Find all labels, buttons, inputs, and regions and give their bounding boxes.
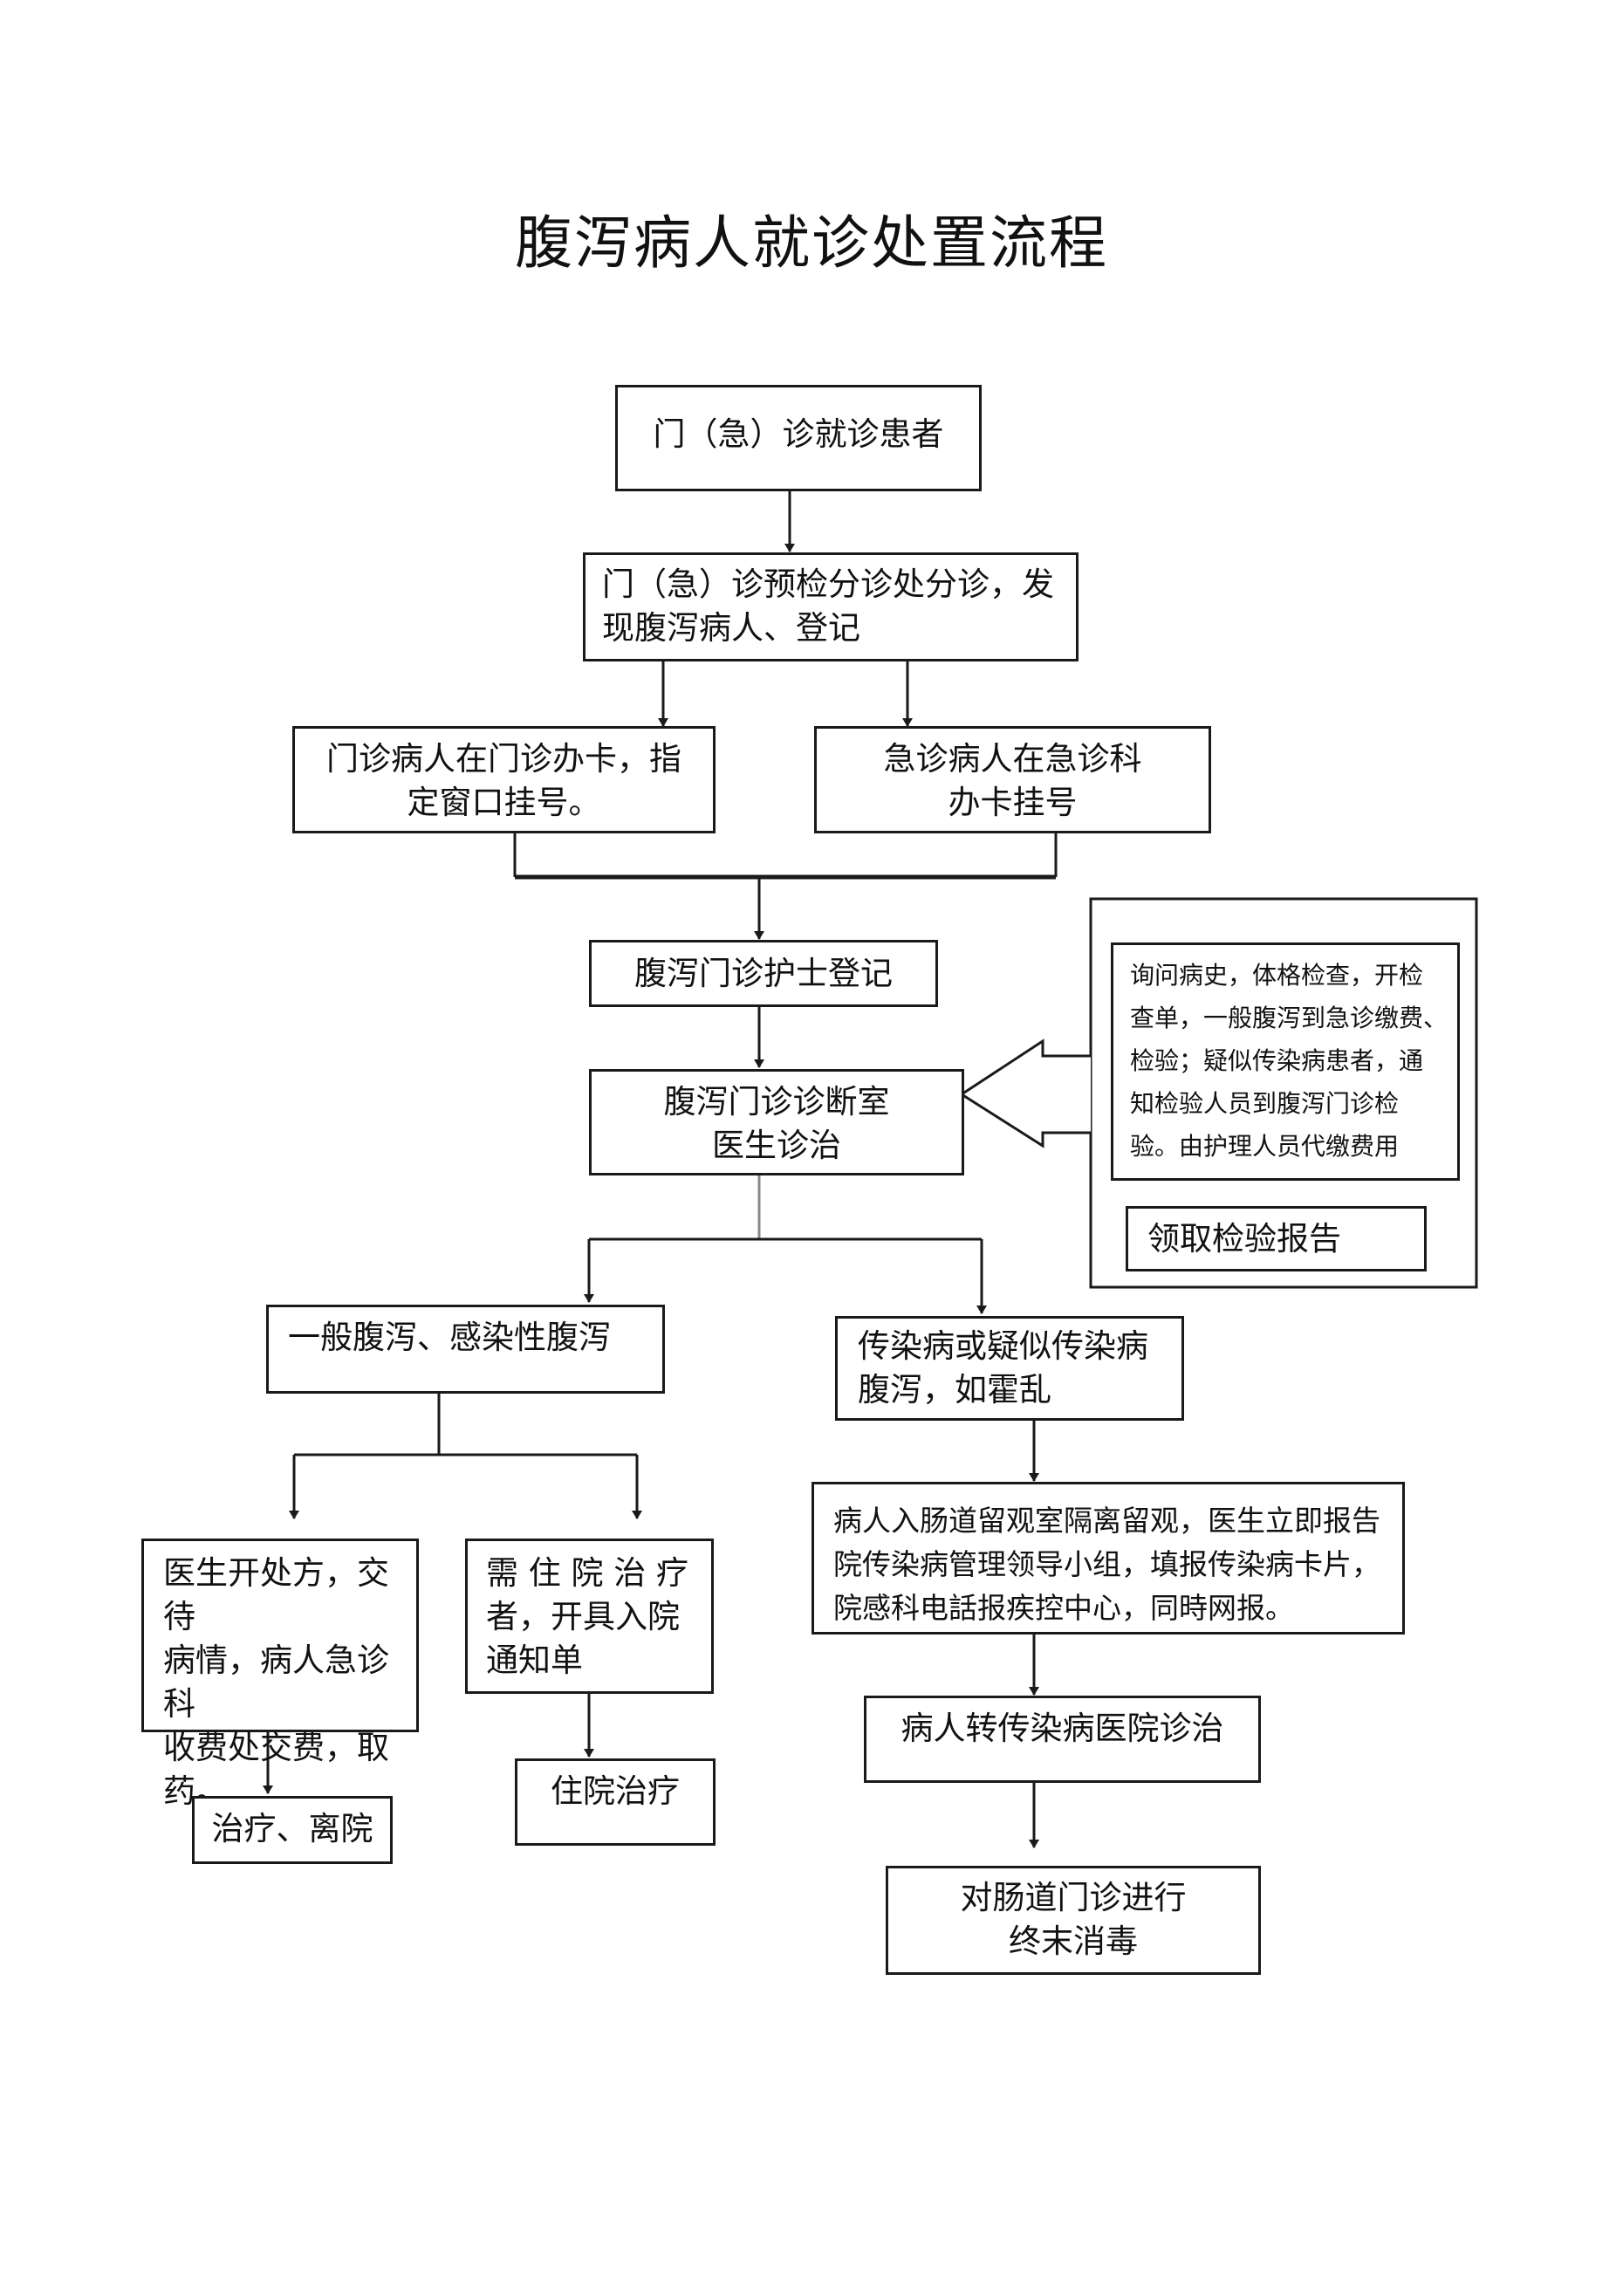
nurse-register-text: 腹泻门诊护士登记 xyxy=(634,955,893,992)
admission-needed-box xyxy=(465,1539,714,1694)
hospitalization-box xyxy=(515,1758,716,1846)
diagnosis-text: 腹泻门诊诊断室 医生诊治 xyxy=(663,1083,890,1164)
disinfection-text: 对肠道门诊进行 终末消毒 xyxy=(960,1879,1187,1960)
treat-discharge-box xyxy=(192,1796,393,1864)
emergency-register-box xyxy=(814,726,1211,833)
prescription-box xyxy=(141,1539,419,1732)
transfer-box xyxy=(864,1696,1261,1783)
admission-needed-text: 需 住 院 治 疗 者，开具入院 通知单 xyxy=(486,1554,689,1679)
nurse-register-box xyxy=(589,940,938,1007)
prescription-text: 医生开处方，交待 病情，病人急诊科 收费处交费，取 药。 xyxy=(163,1554,389,1810)
outpatient-register-text: 门诊病人在门诊办卡，指 定窗口挂号。 xyxy=(326,740,681,821)
isolation-report-box xyxy=(812,1482,1405,1635)
diagnosis-box xyxy=(589,1069,964,1175)
lab-report-box xyxy=(1126,1206,1427,1271)
emergency-register-text: 急诊病人在急诊科 办卡挂号 xyxy=(883,740,1142,821)
transfer-text: 病人转传染病医院诊治 xyxy=(901,1710,1224,1747)
patient-text: 门（急）诊就诊患者 xyxy=(653,415,944,453)
side-note-text: 询问病史，体格检查，开检 查单，一般腹泻到急诊缴费、 检验；疑似传染病患者，通 … xyxy=(1130,961,1448,1161)
infectious-box xyxy=(835,1316,1184,1421)
page-title: 腹泻病人就诊处置流程 xyxy=(515,209,1108,277)
triage-text: 门（急）诊预检分诊处分诊，发 现腹泻病人、登记 xyxy=(602,565,1054,647)
outpatient-register-box xyxy=(292,726,716,833)
side-note-box xyxy=(1111,942,1460,1181)
disinfection-box xyxy=(886,1866,1261,1975)
patient-box xyxy=(615,385,982,491)
treat-discharge-text: 治疗、离院 xyxy=(211,1810,373,1847)
hollow-arrow xyxy=(959,1038,1091,1148)
general-diarrhea-text: 一般腹泻、感染性腹泻 xyxy=(288,1319,611,1356)
infectious-text: 传染病或疑似传染病 腹泻，如霍乱 xyxy=(858,1327,1148,1408)
general-diarrhea-box xyxy=(266,1305,665,1394)
hospitalization-text: 住院治疗 xyxy=(551,1772,680,1810)
lab-report-text: 领取检验报告 xyxy=(1147,1220,1341,1258)
isolation-report-text: 病人入肠道留观室隔离留观，医生立即报告 院传染病管理领导小组，填报传染病卡片， … xyxy=(833,1504,1380,1625)
triage-box xyxy=(583,552,1079,661)
